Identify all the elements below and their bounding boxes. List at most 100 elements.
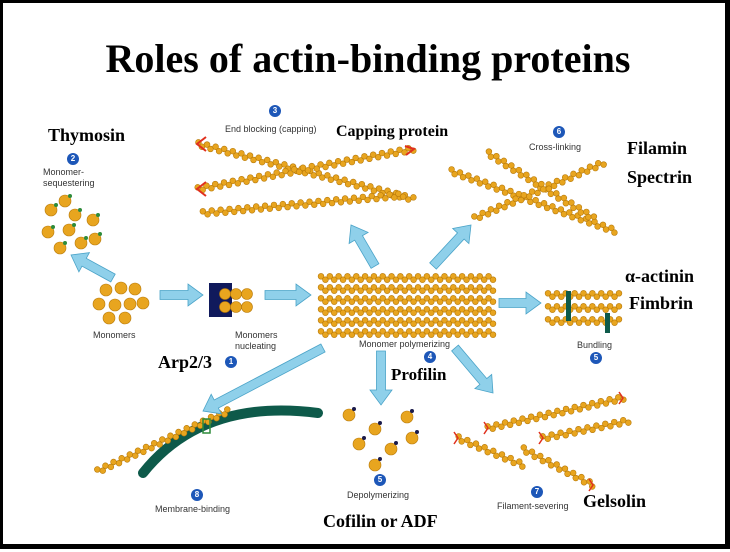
central-filament-subunit bbox=[392, 287, 400, 294]
capped-filament-3-subunit bbox=[337, 199, 345, 206]
central-filament-subunit bbox=[489, 309, 497, 316]
capped-filament-1-subunit bbox=[350, 178, 357, 186]
central-filament-subunit bbox=[476, 306, 483, 313]
bundled-filament-subunit bbox=[598, 303, 605, 310]
central-filament-subunit bbox=[454, 287, 461, 294]
severed-filament-1-subunit bbox=[597, 397, 605, 405]
central-filament-subunit bbox=[357, 331, 364, 338]
central-filament-subunit bbox=[423, 273, 431, 280]
capped-filament-3-subunit bbox=[332, 196, 340, 203]
central-filament-subunit bbox=[458, 306, 466, 313]
central-filament-subunit bbox=[353, 328, 360, 335]
thymosin-marker bbox=[54, 203, 58, 207]
crosslinked-filament-1-subunit bbox=[543, 204, 551, 212]
severed-filament-4-subunit bbox=[531, 453, 538, 461]
central-filament-subunit bbox=[331, 320, 338, 327]
crosslinked-filament-1-subunit bbox=[451, 170, 458, 178]
severed-filament-4-subunit bbox=[572, 474, 579, 482]
central-filament-subunit bbox=[436, 320, 444, 327]
central-filament-subunit bbox=[472, 287, 479, 294]
sequestered-monomer bbox=[88, 232, 102, 246]
central-filament-subunit bbox=[383, 287, 391, 294]
severed-filament-1-subunit bbox=[576, 406, 584, 413]
bundled-filament-subunit bbox=[553, 303, 561, 310]
severed-filament-1-subunit bbox=[571, 403, 578, 411]
crosslinked-filament-1-subunit bbox=[549, 203, 556, 210]
severed-filament-1-subunit bbox=[594, 402, 601, 409]
severed-filament-1-subunit bbox=[562, 405, 570, 413]
severed-filament-1-subunit bbox=[580, 401, 587, 409]
severed-filament-3-subunit bbox=[458, 438, 465, 445]
severed-filament-1-subunit bbox=[559, 410, 566, 417]
step-label-bundling: Bundling bbox=[577, 340, 613, 350]
central-filament-subunit bbox=[353, 284, 360, 291]
label-gelsolin: Gelsolin bbox=[583, 491, 647, 511]
step-badge-crosslinking: 6 bbox=[553, 126, 565, 138]
central-filament-subunit bbox=[322, 287, 329, 294]
membrane-bound-filament-subunit bbox=[175, 428, 182, 436]
central-filament-subunit bbox=[445, 298, 453, 305]
capped-filament-2-subunit bbox=[369, 151, 377, 158]
central-filament-subunit bbox=[339, 276, 347, 283]
crosslinked-filament-2-subunit bbox=[550, 182, 558, 190]
cofilin-marker bbox=[378, 457, 382, 461]
severed-filament-4-subunit bbox=[537, 452, 544, 460]
capped-filament-2-subunit bbox=[291, 166, 298, 173]
severed-filament-1-subunit bbox=[541, 413, 549, 421]
capped-filament-2-subunit bbox=[396, 146, 403, 153]
bundled-filament-subunit bbox=[615, 290, 623, 297]
capped-filament-3-subunit bbox=[226, 205, 233, 213]
capped-filament-3-subunit bbox=[302, 202, 309, 209]
central-filament-subunit bbox=[322, 331, 329, 338]
central-filament-subunit bbox=[450, 328, 457, 335]
crosslinked-filament-3-subunit bbox=[547, 190, 555, 198]
central-filament-subunit bbox=[357, 320, 364, 327]
capped-filament-3-subunit bbox=[328, 199, 336, 207]
membrane-bound-filament-subunit bbox=[94, 466, 101, 473]
severed-filament-2-subunit bbox=[584, 424, 591, 431]
central-filament-subunit bbox=[326, 284, 334, 291]
bundled-filament-subunit bbox=[553, 316, 561, 323]
central-filament-subunit bbox=[458, 284, 466, 291]
gelsolin-cap bbox=[538, 431, 544, 445]
sequestered-monomer bbox=[68, 208, 82, 222]
central-filament-subunit bbox=[388, 295, 395, 302]
central-filament-subunit bbox=[472, 276, 479, 283]
severed-filament-1-subunit bbox=[524, 417, 531, 425]
central-filament-subunit bbox=[410, 298, 417, 305]
step-badge-sequestering: 2 bbox=[67, 153, 79, 165]
central-filament-subunit bbox=[467, 273, 475, 280]
severed-filament-3-subunit bbox=[467, 441, 474, 449]
severed-filament-1-subunit bbox=[533, 415, 540, 423]
gelsolin-cap bbox=[483, 421, 489, 435]
capped-filament-2-subunit bbox=[234, 180, 242, 187]
capped-filament-3-subunit bbox=[373, 195, 380, 203]
capped-filament-1-subunit bbox=[272, 158, 280, 166]
bundled-filament-subunit bbox=[615, 303, 623, 310]
central-filament-subunit bbox=[331, 276, 338, 283]
central-filament-subunit bbox=[454, 298, 461, 305]
crosslinked-filament-1-subunit bbox=[465, 172, 472, 179]
central-filament-subunit bbox=[480, 276, 488, 283]
crosslinked-filament-2-subunit bbox=[476, 214, 484, 221]
central-filament-subunit bbox=[370, 328, 378, 335]
capped-filament-3-subunit bbox=[346, 198, 354, 205]
severed-filament-4-subunit bbox=[564, 470, 571, 478]
severed-filament-3-subunit bbox=[481, 444, 488, 451]
sequestered-monomer bbox=[41, 225, 55, 239]
thymosin-marker bbox=[51, 225, 55, 229]
bundled-filament-subunit bbox=[544, 290, 552, 297]
severed-filament-4-subunit bbox=[561, 465, 569, 472]
crosslinked-filament-2-subunit bbox=[509, 200, 517, 207]
central-filament-subunit bbox=[348, 298, 356, 305]
central-filament-subunit bbox=[348, 320, 356, 327]
membrane-bound-filament-subunit bbox=[213, 414, 220, 422]
capped-filament-1-subunit bbox=[255, 154, 262, 161]
central-filament-subunit bbox=[379, 295, 386, 302]
severed-filament-2-subunit bbox=[575, 425, 582, 433]
central-filament-subunit bbox=[392, 276, 400, 283]
capped-filament-2-subunit bbox=[225, 181, 233, 189]
capped-filament-2-subunit bbox=[217, 183, 224, 190]
crosslinked-filament-1-subunit bbox=[493, 186, 500, 193]
central-filament-subunit bbox=[361, 328, 369, 335]
